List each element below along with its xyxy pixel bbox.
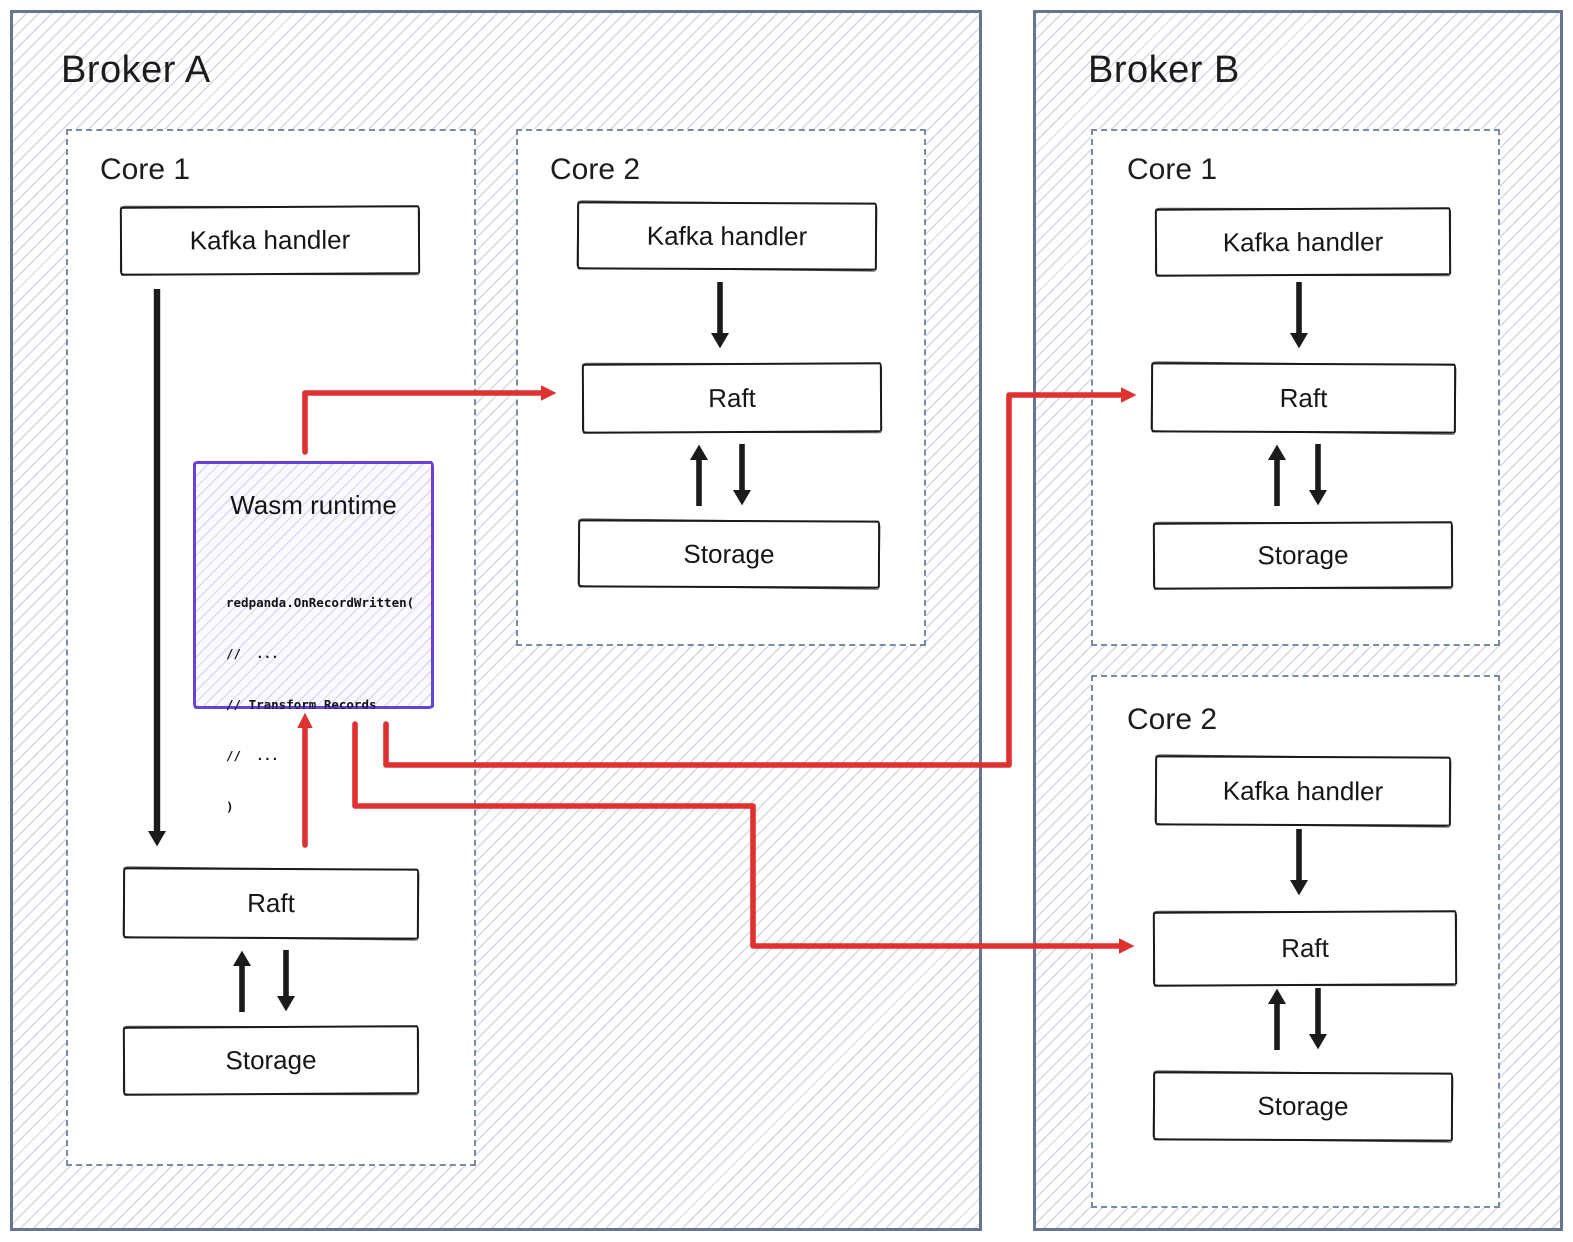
wasm-runtime-box: Wasm runtime redpanda.OnRecordWritten( /… [193,461,434,814]
kafka-handler-label-a2: Kafka handler [646,220,808,251]
raft-box-a2: Raft [581,362,883,434]
wasm-code-line: ) [226,799,234,814]
wasm-code-line: // Transform Records [226,697,377,712]
broker-b-core-1: Core 1 Kafka handler Raft Storage [1091,129,1500,646]
raft-box-b1: Raft [1150,362,1457,434]
storage-label-b2: Storage [1257,1090,1349,1122]
raft-label-a1: Raft [247,887,295,919]
kafka-handler-label-a1: Kafka handler [189,224,351,256]
wasm-runtime-title: Wasm runtime [230,490,397,520]
wasm-code-snippet: redpanda.OnRecordWritten( // ... // Tran… [226,560,414,849]
broker-a-core-1: Core 1 Kafka handler Wasm runtime redpan… [66,129,476,1166]
broker-b-core-2-label: Core 2 [1127,703,1218,736]
broker-a-panel: Broker A Core 1 Kafka handler Wasm runti… [10,10,982,1231]
wasm-code-line: redpanda.OnRecordWritten( [226,595,415,610]
broker-b-core-1-label: Core 1 [1127,153,1218,186]
broker-a-core-1-label: Core 1 [100,153,191,186]
kafka-handler-label-b1: Kafka handler [1222,226,1384,257]
broker-b-core-2: Core 2 Kafka handler Raft Storage [1091,675,1500,1208]
storage-label-b1: Storage [1257,539,1349,571]
storage-box-b2: Storage [1152,1071,1454,1142]
broker-b-panel: Broker B Core 1 Kafka handler Raft Stora… [1033,10,1563,1231]
wasm-code-line: // ... [226,748,279,763]
raft-label-a2: Raft [708,382,756,413]
storage-label-a1: Storage [225,1044,317,1076]
storage-label-a2: Storage [683,538,775,569]
broker-a-core-2: Core 2 Kafka handler Raft Storage [516,129,926,646]
broker-b-title: Broker B [1088,49,1240,91]
kafka-handler-box-a2: Kafka handler [576,201,878,271]
broker-a-core-2-label: Core 2 [550,153,641,186]
kafka-handler-label-b2: Kafka handler [1222,775,1384,806]
storage-box-b1: Storage [1152,521,1454,590]
raft-box-b2: Raft [1152,910,1458,987]
kafka-handler-box-b2: Kafka handler [1154,755,1452,827]
storage-box-a1: Storage [122,1025,420,1096]
raft-label-b2: Raft [1281,932,1329,964]
kafka-handler-box-a1: Kafka handler [119,205,421,276]
broker-a-title: Broker A [61,49,211,91]
raft-box-a1: Raft [122,867,420,940]
kafka-handler-box-b1: Kafka handler [1154,207,1452,277]
storage-box-a2: Storage [577,519,881,589]
raft-label-b1: Raft [1279,382,1328,413]
wasm-code-line: // ... [226,646,279,661]
